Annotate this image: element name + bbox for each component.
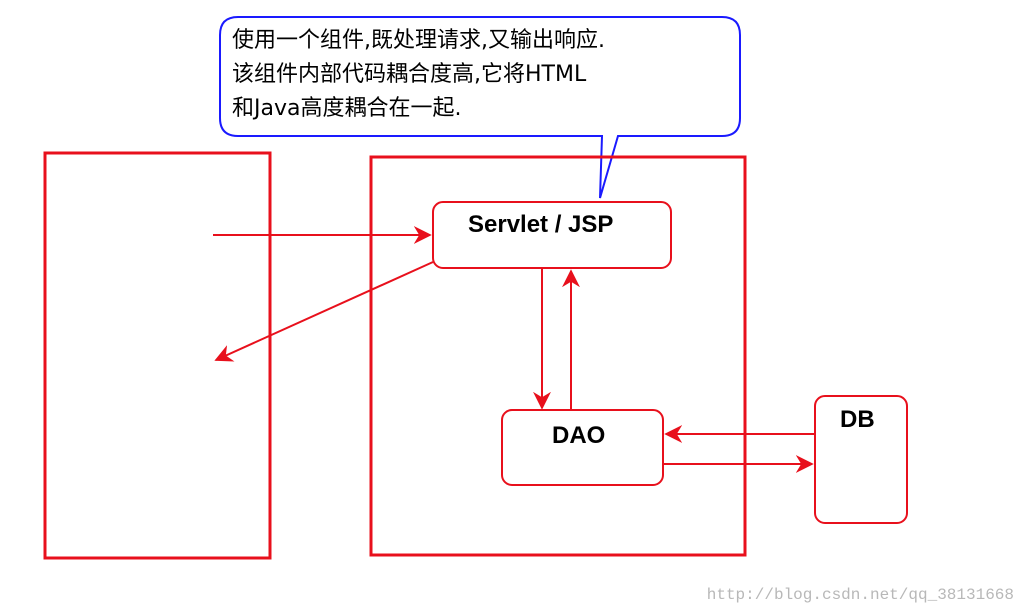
- servlet-jsp-box: [432, 201, 672, 269]
- watermark: http://blog.csdn.net/qq_38131668: [706, 586, 1014, 604]
- servlet-jsp-label: Servlet / JSP: [468, 211, 614, 238]
- callout-line-2: 该组件内部代码耦合度高,它将HTML: [232, 62, 587, 87]
- callout-line-3: 和Java高度耦合在一起.: [232, 96, 462, 121]
- response-arrow: [214, 261, 434, 362]
- dao-box: [501, 409, 664, 486]
- client-box: [43, 151, 272, 560]
- dao-label: DAO: [552, 422, 606, 449]
- callout-text: 使用一个组件,既处理请求,又输出响应. 该组件内部代码耦合度高,它将HTML 和…: [232, 24, 732, 126]
- server-container: [369, 155, 747, 557]
- callout-bubble: [219, 16, 741, 199]
- db-label: DB: [840, 406, 875, 433]
- db-box: [814, 395, 908, 524]
- callout-line-1: 使用一个组件,既处理请求,又输出响应.: [232, 28, 605, 53]
